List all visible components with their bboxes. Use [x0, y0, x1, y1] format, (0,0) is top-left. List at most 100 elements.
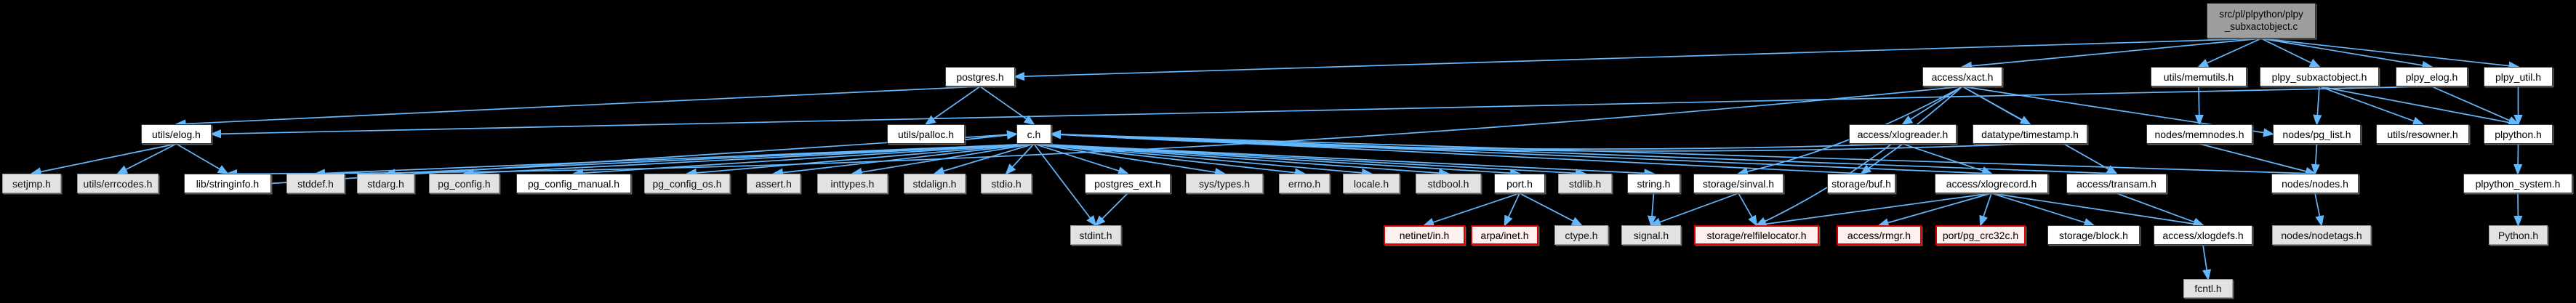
edge-elog-to-stringinfo — [176, 143, 229, 175]
edge-sinval-to-signal — [1649, 193, 1739, 227]
node-label: access/xact.h — [1931, 70, 1994, 83]
node-stringinfo[interactable]: lib/stringinfo.h — [184, 174, 271, 193]
node-block[interactable]: storage/block.h — [2047, 225, 2140, 245]
node-label: pg_config_os.h — [652, 177, 722, 190]
node-setjmp[interactable]: setjmp.h — [2, 174, 61, 193]
edge-sinval-to-relfile — [1738, 193, 1758, 227]
root-label-line1: src/pl/plpython/plpy — [2219, 8, 2303, 20]
node-plpyelog[interactable]: plpy_elog.h — [2396, 67, 2468, 86]
node-relfile[interactable]: storage/relfilelocator.h — [1694, 225, 1819, 245]
node-stdbool[interactable]: stdbool.h — [1416, 174, 1481, 193]
node-label: string.h — [1637, 177, 1671, 190]
node-label: nodes/nodes.h — [2282, 177, 2348, 190]
node-ctype[interactable]: ctype.h — [1554, 225, 1608, 245]
graph-root-node[interactable]: src/pl/plpython/plpy_subxactobject.c — [2207, 3, 2316, 39]
node-crc32c[interactable]: port/pg_crc32c.h — [1935, 225, 2026, 245]
root-label-line2: _subxactobject.c — [2224, 20, 2298, 32]
node-arpa[interactable]: arpa/inet.h — [1471, 225, 1538, 245]
node-label: stdint.h — [1079, 229, 1112, 241]
node-label: Python.h — [2497, 229, 2539, 241]
node-palloc[interactable]: utils/palloc.h — [887, 124, 965, 144]
node-plpython[interactable]: plpython.h — [2484, 124, 2553, 144]
node-label: stdalign.h — [912, 177, 957, 190]
node-stdalign[interactable]: stdalign.h — [904, 174, 966, 193]
node-stdio[interactable]: stdio.h — [981, 174, 1032, 193]
node-stdarg[interactable]: stdarg.h — [357, 174, 414, 193]
node-pgext[interactable]: postgres_ext.h — [1085, 174, 1171, 193]
node-sinval[interactable]: storage/sinval.h — [1693, 174, 1783, 193]
node-c[interactable]: c.h — [1016, 124, 1051, 144]
edge-transam-to-xlogdefs — [2116, 193, 2205, 227]
node-memnodes[interactable]: nodes/memnodes.h — [2146, 124, 2252, 144]
node-netinet[interactable]: netinet/in.h — [1384, 225, 1465, 245]
node-plpyutil[interactable]: plpy_util.h — [2484, 67, 2553, 86]
node-pgconfman[interactable]: pg_config_manual.h — [516, 174, 631, 193]
edge-pglist-to-nodes — [2311, 143, 2320, 176]
edge-c-to-pgext — [1033, 143, 1130, 175]
node-xlogrecord[interactable]: access/xlogrecord.h — [1935, 174, 2048, 193]
node-xact[interactable]: access/xact.h — [1922, 67, 2002, 86]
edge-xlogrecord-to-relfile — [1754, 193, 1992, 229]
node-fcntl[interactable]: fcntl.h — [2183, 279, 2233, 298]
node-label: errno.h — [1288, 177, 1321, 190]
edge-xlogreader-to-buf — [1860, 143, 1903, 175]
node-xlogreader[interactable]: access/xlogreader.h — [1849, 124, 1957, 144]
node-label: port.h — [1506, 177, 1533, 190]
node-port[interactable]: port.h — [1494, 174, 1545, 193]
edge-port-to-netinet — [1422, 193, 1520, 227]
node-label: locale.h — [1353, 177, 1389, 190]
node-stdlib[interactable]: stdlib.h — [1558, 174, 1612, 193]
node-pgconfig[interactable]: pg_config.h — [429, 174, 499, 193]
edge-postgres-to-c — [979, 86, 1035, 126]
node-label: nodes/memnodes.h — [2154, 128, 2244, 140]
node-inttypes[interactable]: inttypes.h — [817, 174, 888, 193]
node-label: plpython_system.h — [2475, 177, 2561, 190]
node-nodes[interactable]: nodes/nodes.h — [2271, 174, 2359, 193]
node-errcodes[interactable]: utils/errcodes.h — [77, 174, 159, 193]
node-rmgr[interactable]: access/rmgr.h — [1837, 225, 1922, 245]
node-nodetags[interactable]: nodes/nodetags.h — [2272, 225, 2371, 245]
edge-plpysub-to-plpython — [2319, 86, 2520, 127]
node-timestamp[interactable]: datatype/timestamp.h — [1973, 124, 2087, 144]
node-label: stddef.h — [297, 177, 334, 190]
node-label: lib/stringinfo.h — [196, 177, 260, 190]
edge-elog-to-errcodes — [116, 143, 177, 175]
node-locale[interactable]: locale.h — [1343, 174, 1400, 193]
edge-main-to-memutils — [2196, 38, 2262, 68]
node-stddef[interactable]: stddef.h — [286, 174, 345, 193]
node-label: nodes/pg_list.h — [2282, 128, 2351, 140]
node-buf[interactable]: storage/buf.h — [1827, 174, 1895, 193]
node-systypes[interactable]: sys/types.h — [1186, 174, 1263, 193]
edge-main-to-plpysub — [2260, 38, 2322, 68]
node-assert[interactable]: assert.h — [747, 174, 801, 193]
node-xlogdefs[interactable]: access/xlogdefs.h — [2154, 225, 2252, 245]
node-transam[interactable]: access/transam.h — [2066, 174, 2167, 193]
edge-c-to-string — [1033, 143, 1656, 178]
node-label: storage/relfilelocator.h — [1706, 229, 1807, 241]
node-pglist[interactable]: nodes/pg_list.h — [2273, 124, 2361, 144]
node-plpysub[interactable]: plpy_subxactobject.h — [2260, 67, 2379, 86]
node-resowner[interactable]: utils/resowner.h — [2376, 124, 2469, 144]
edge-c-to-pgconfos — [685, 143, 1035, 177]
node-label: c.h — [1027, 128, 1041, 140]
edge-c-to-assert — [771, 143, 1035, 177]
node-pgconfos[interactable]: pg_config_os.h — [644, 174, 730, 193]
node-elog[interactable]: utils/elog.h — [141, 124, 212, 144]
node-label: pg_config_manual.h — [527, 177, 620, 190]
node-errno[interactable]: errno.h — [1279, 174, 1330, 193]
node-memutils[interactable]: utils/memutils.h — [2151, 67, 2247, 86]
edge-c-to-systypes — [1033, 143, 1227, 177]
node-label: access/xlogrecord.h — [1946, 177, 2037, 190]
node-label: stdlib.h — [1568, 177, 1602, 190]
node-stdint[interactable]: stdint.h — [1070, 225, 1121, 245]
node-label: pg_config.h — [438, 177, 491, 190]
node-string[interactable]: string.h — [1627, 174, 1680, 193]
node-postgres[interactable]: postgres.h — [945, 67, 1015, 86]
node-python[interactable]: Python.h — [2489, 225, 2548, 245]
node-signal[interactable]: signal.h — [1621, 225, 1681, 245]
node-label: postgres.h — [956, 70, 1004, 83]
node-plpysys[interactable]: plpython_system.h — [2463, 174, 2572, 193]
edge-xlogrecord-to-xlogdefs — [1991, 193, 2205, 229]
edge-main-to-postgres — [1013, 38, 2262, 81]
